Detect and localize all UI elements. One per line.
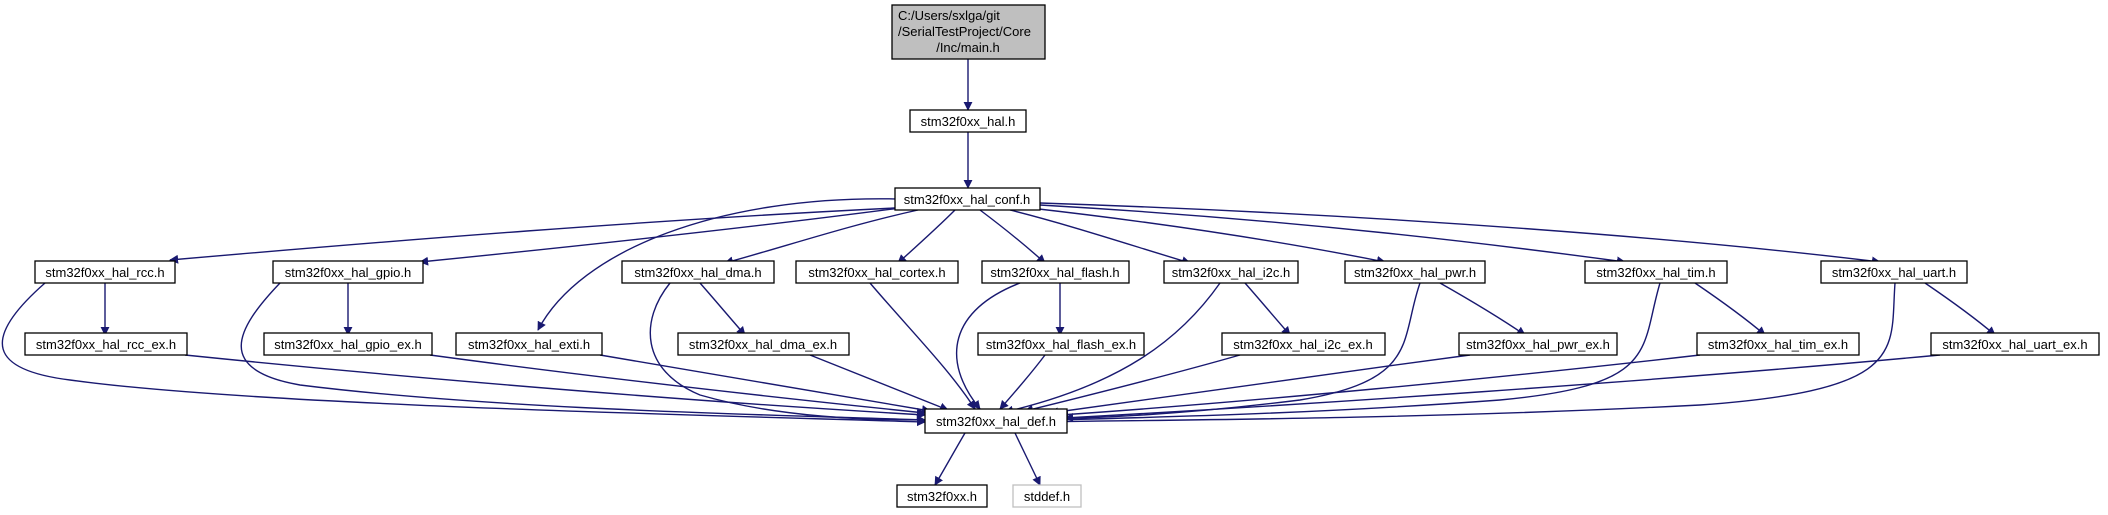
node-rcc-ex-label: stm32f0xx_hal_rcc_ex.h — [36, 337, 176, 352]
node-uart-ex[interactable]: stm32f0xx_hal_uart_ex.h — [1930, 332, 2100, 356]
node-exti-label: stm32f0xx_hal_exti.h — [468, 337, 590, 352]
edge-hal-conf-to-uart — [1039, 202, 1881, 266]
edge-tim-ex-to-hal-def — [1059, 354, 1701, 419]
edge-tim-to-hal-def — [1014, 282, 1661, 426]
edge-rcc-ex-to-hal-def — [184, 354, 926, 420]
node-gpio-label: stm32f0xx_hal_gpio.h — [285, 265, 411, 280]
node-i2c[interactable]: stm32f0xx_hal_i2c.h — [1163, 260, 1299, 284]
node-dma-ex-label: stm32f0xx_hal_dma_ex.h — [689, 337, 837, 352]
edge-i2c-to-hal-def — [1004, 282, 1221, 415]
edge-pwr-to-pwr-ex — [1439, 282, 1526, 336]
node-hal-def[interactable]: stm32f0xx_hal_def.h — [924, 408, 1068, 434]
node-rcc-label: stm32f0xx_hal_rcc.h — [45, 265, 164, 280]
edge-flash-ex-to-hal-def — [999, 354, 1046, 410]
node-uart-label: stm32f0xx_hal_uart.h — [1832, 265, 1956, 280]
edge-pwr-ex-to-hal-def — [1049, 354, 1471, 417]
node-hal-conf[interactable]: stm32f0xx_hal_conf.h — [894, 187, 1041, 211]
node-tim-ex-label: stm32f0xx_hal_tim_ex.h — [1708, 337, 1848, 352]
node-flash[interactable]: stm32f0xx_hal_flash.h — [981, 260, 1130, 284]
node-main-h-line-1: C:/Users/sxlga/git — [898, 8, 1000, 23]
edge-uart-to-hal-def — [1014, 282, 1896, 427]
node-uart[interactable]: stm32f0xx_hal_uart.h — [1820, 260, 1968, 284]
node-dma-ex[interactable]: stm32f0xx_hal_dma_ex.h — [677, 332, 850, 356]
node-pwr-label: stm32f0xx_hal_pwr.h — [1354, 265, 1476, 280]
node-tim[interactable]: stm32f0xx_hal_tim.h — [1584, 260, 1728, 284]
edge-hal-conf-to-gpio — [419, 207, 901, 266]
edge-gpio-to-hal-def — [240, 282, 926, 425]
node-tim-ex[interactable]: stm32f0xx_hal_tim_ex.h — [1696, 332, 1860, 356]
node-i2c-label: stm32f0xx_hal_i2c.h — [1172, 265, 1291, 280]
edge-i2c-ex-to-hal-def — [1024, 354, 1241, 414]
node-pwr-ex[interactable]: stm32f0xx_hal_pwr_ex.h — [1458, 332, 1618, 356]
node-main-h[interactable]: C:/Users/sxlga/git /SerialTestProject/Co… — [891, 4, 1046, 60]
edges — [1, 59, 1996, 486]
edge-dma-to-hal-def — [649, 282, 926, 425]
node-dma[interactable]: stm32f0xx_hal_dma.h — [621, 260, 775, 284]
edge-hal-conf-to-exti — [537, 198, 899, 331]
node-cortex-label: stm32f0xx_hal_cortex.h — [808, 265, 945, 280]
edge-flash-to-hal-def — [956, 282, 1021, 410]
node-stddef-label: stddef.h — [1024, 489, 1070, 504]
edge-gpio-ex-to-hal-def — [429, 354, 926, 417]
node-gpio-ex[interactable]: stm32f0xx_hal_gpio_ex.h — [263, 332, 433, 356]
node-flash-ex-label: stm32f0xx_hal_flash_ex.h — [986, 337, 1136, 352]
node-dma-label: stm32f0xx_hal_dma.h — [634, 265, 761, 280]
node-cortex[interactable]: stm32f0xx_hal_cortex.h — [795, 260, 959, 284]
edge-hal-def-to-stddef — [1014, 432, 1041, 486]
edge-dma-to-dma-ex — [699, 282, 746, 336]
node-hal-conf-label: stm32f0xx_hal_conf.h — [904, 192, 1030, 207]
edge-uart-to-uart-ex — [1924, 282, 1996, 336]
node-main-h-line-3: /Inc/main.h — [936, 40, 1000, 55]
edge-hal-conf-to-dma — [724, 209, 919, 266]
node-stddef[interactable]: stddef.h — [1012, 484, 1082, 508]
node-pwr-ex-label: stm32f0xx_hal_pwr_ex.h — [1466, 337, 1610, 352]
node-main-h-line-2: /SerialTestProject/Core — [898, 24, 1031, 39]
node-gpio[interactable]: stm32f0xx_hal_gpio.h — [272, 260, 424, 284]
node-hal[interactable]: stm32f0xx_hal.h — [909, 109, 1027, 133]
edge-rcc-to-hal-def — [1, 282, 926, 427]
node-flash-label: stm32f0xx_hal_flash.h — [990, 265, 1119, 280]
node-exti[interactable]: stm32f0xx_hal_exti.h — [455, 332, 603, 356]
node-hal-label: stm32f0xx_hal.h — [921, 114, 1016, 129]
node-i2c-ex[interactable]: stm32f0xx_hal_i2c_ex.h — [1221, 332, 1386, 356]
edge-hal-conf-to-cortex — [897, 209, 956, 264]
edge-tim-to-tim-ex — [1694, 282, 1766, 336]
edge-hal-def-to-f0xx — [934, 432, 966, 486]
node-flash-ex[interactable]: stm32f0xx_hal_flash_ex.h — [977, 332, 1145, 356]
edge-dma-ex-to-hal-def — [809, 354, 949, 412]
node-tim-label: stm32f0xx_hal_tim.h — [1596, 265, 1715, 280]
node-pwr[interactable]: stm32f0xx_hal_pwr.h — [1344, 260, 1486, 284]
nodes: C:/Users/sxlga/git /SerialTestProject/Co… — [24, 4, 2100, 508]
edge-hal-conf-to-rcc — [169, 207, 896, 264]
node-f0xx-label: stm32f0xx.h — [907, 489, 977, 504]
edge-hal-conf-to-tim — [1039, 204, 1626, 266]
edge-exti-to-hal-def — [599, 354, 931, 415]
node-gpio-ex-label: stm32f0xx_hal_gpio_ex.h — [274, 337, 421, 352]
edge-hal-conf-to-pwr — [1029, 207, 1386, 265]
node-uart-ex-label: stm32f0xx_hal_uart_ex.h — [1942, 337, 2087, 352]
node-rcc-ex[interactable]: stm32f0xx_hal_rcc_ex.h — [24, 332, 188, 356]
node-hal-def-label: stm32f0xx_hal_def.h — [936, 414, 1056, 429]
edge-cortex-to-hal-def — [869, 282, 976, 410]
edge-hal-conf-to-flash — [979, 209, 1046, 264]
edge-pwr-to-hal-def — [1014, 282, 1421, 425]
node-i2c-ex-label: stm32f0xx_hal_i2c_ex.h — [1233, 337, 1372, 352]
edge-uart-ex-to-hal-def — [1064, 354, 1941, 423]
node-f0xx[interactable]: stm32f0xx.h — [896, 484, 988, 508]
edge-hal-conf-to-i2c — [1009, 209, 1191, 265]
edge-i2c-to-i2c-ex — [1244, 282, 1291, 336]
node-rcc[interactable]: stm32f0xx_hal_rcc.h — [34, 260, 176, 284]
